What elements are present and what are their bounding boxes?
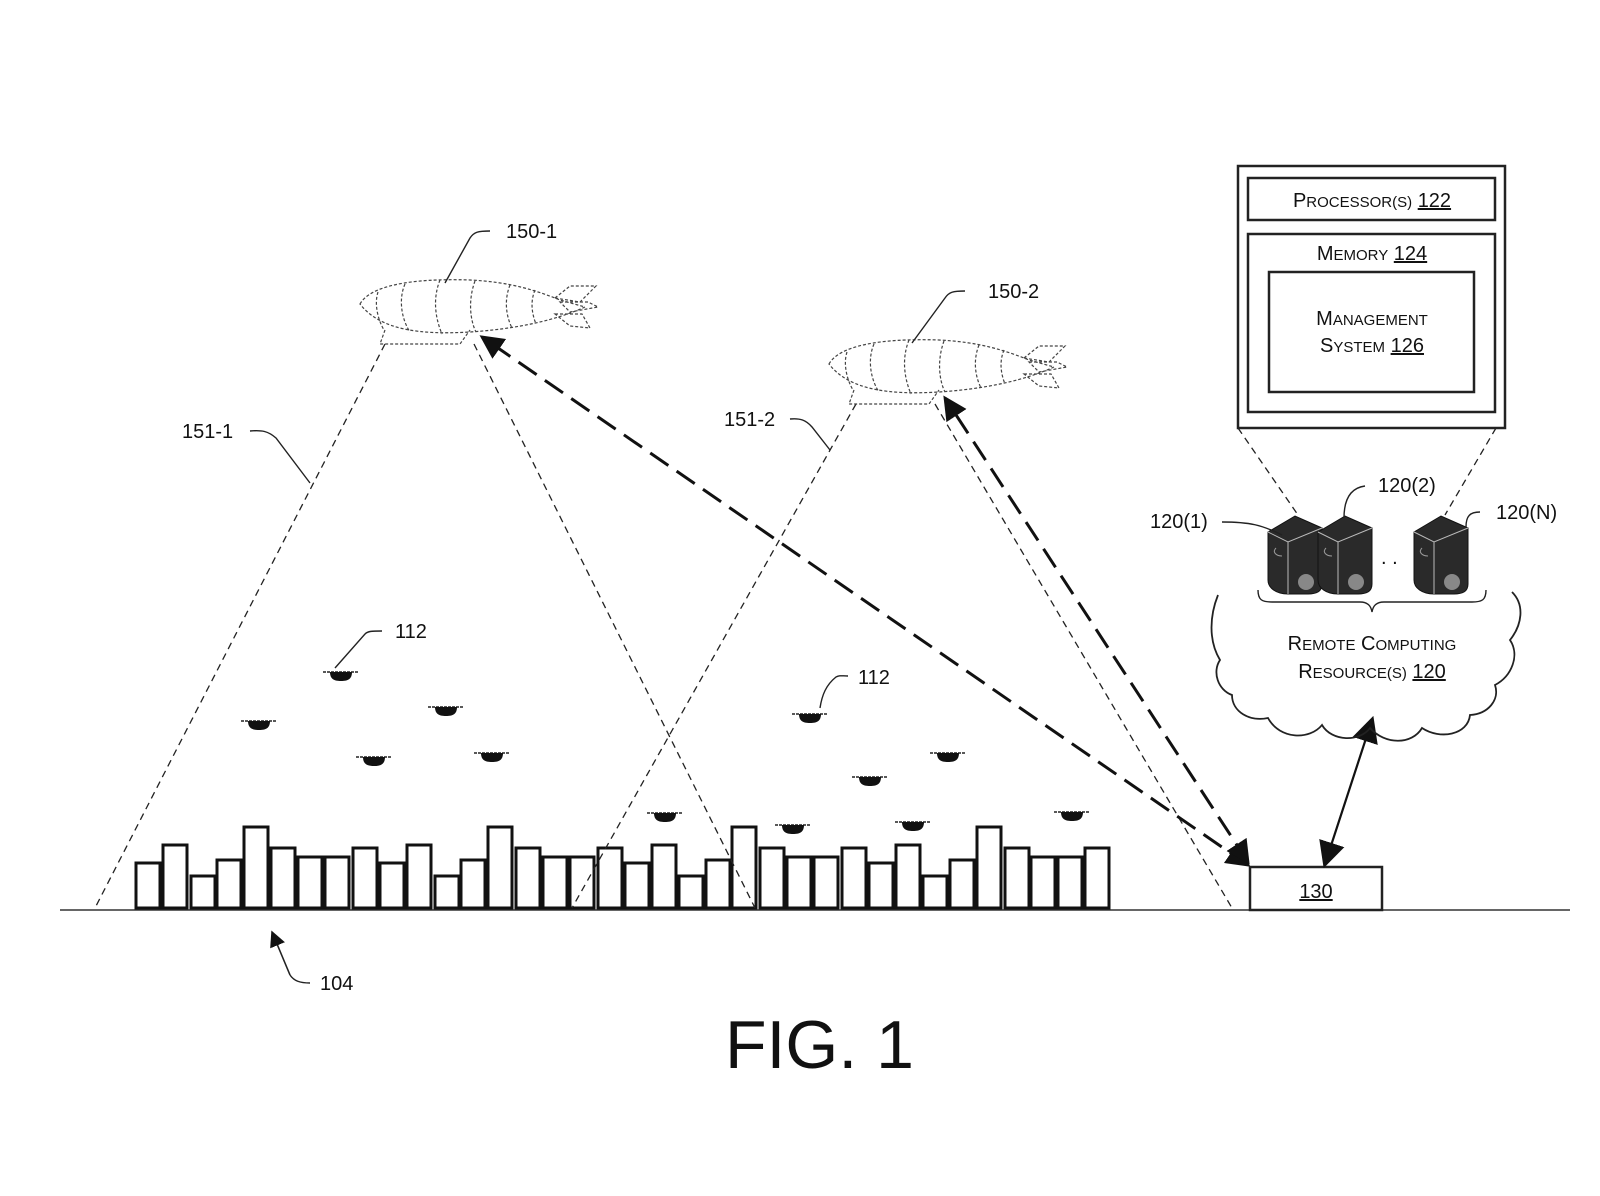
processor-box (1246, 176, 1497, 222)
building (730, 825, 758, 910)
building (568, 855, 596, 910)
uav (1054, 811, 1090, 821)
uav (792, 713, 828, 723)
server-icon (1317, 515, 1373, 595)
uav (775, 824, 811, 834)
uav (930, 752, 966, 762)
building (215, 858, 243, 910)
server-icon (1267, 515, 1323, 595)
uav (323, 671, 359, 681)
building (867, 861, 895, 910)
uav (647, 812, 683, 822)
uav (474, 752, 510, 762)
uav (356, 756, 392, 766)
building (704, 858, 732, 910)
building (623, 861, 651, 910)
uav (241, 720, 277, 730)
management-system-box (1267, 270, 1476, 394)
building (596, 846, 624, 910)
uav (428, 706, 464, 716)
label-150-2: 150-2 (988, 281, 1039, 303)
building (541, 855, 569, 910)
building (161, 843, 189, 910)
label-uav-112-left: 112 (395, 621, 427, 643)
building (269, 846, 297, 910)
building (677, 874, 705, 910)
building (296, 855, 324, 910)
comm-link-130-to-150-2 (943, 395, 1250, 865)
building (134, 861, 162, 910)
building (189, 874, 217, 910)
memory-label: MEMORY 124 (1317, 243, 1427, 265)
server-icon (1413, 515, 1469, 595)
building (812, 855, 840, 910)
building (242, 825, 270, 910)
building (1056, 855, 1084, 910)
building (650, 843, 678, 910)
figure-caption: FIG. 1 (725, 1007, 914, 1083)
building (378, 861, 406, 910)
label-150-1: 150-1 (506, 221, 557, 243)
label-server-120-1: 120(1) (1150, 511, 1208, 533)
building (323, 855, 351, 910)
uav-group (241, 671, 1090, 834)
base-station-130[interactable]: 130 (1248, 865, 1384, 912)
server-group (1267, 515, 1469, 595)
airship-150-2 (828, 339, 1069, 405)
building (351, 846, 379, 910)
label-city-104: 104 (320, 973, 353, 995)
processor-label: PROCESSOR(S) 122 (1293, 190, 1451, 212)
callout-line-left (1237, 427, 1299, 516)
label-151-2: 151-2 (724, 409, 775, 431)
building (785, 855, 813, 910)
label-151-1: 151-1 (182, 421, 233, 443)
callout-line-right (1444, 427, 1497, 516)
building (1083, 846, 1111, 910)
cloud-label-line2: RESOURCE(S) 120 (1298, 661, 1446, 683)
building (1003, 846, 1031, 910)
label-uav-112-right: 112 (858, 667, 890, 689)
comm-link-130-to-150-1 (479, 335, 1251, 867)
station-ref: 130 (1299, 881, 1332, 903)
uav (852, 776, 888, 786)
cloud-label-line1: REMOTE COMPUTING (1288, 633, 1457, 655)
server-brace (1257, 589, 1487, 613)
building (405, 843, 433, 910)
building (921, 874, 949, 910)
building (758, 846, 786, 910)
building (894, 843, 922, 910)
label-server-120-2: 120(2) (1378, 475, 1436, 497)
management-label-line2: SYSTEM 126 (1320, 335, 1424, 357)
building (840, 846, 868, 910)
building (486, 825, 514, 910)
cloud-link-arrow (1319, 719, 1374, 869)
uav (895, 821, 931, 831)
city-buildings (134, 825, 1111, 910)
server-ellipsis: . . (1381, 547, 1398, 569)
computer-detail-box: PROCESSOR(S) 122 MEMORY 124 MANAGEMENT S… (1236, 164, 1507, 430)
beam-151-1 (94, 343, 756, 909)
cloud-remote-computing (1210, 591, 1522, 742)
beam-151-2 (571, 403, 1233, 909)
building (948, 858, 976, 910)
reference-labels: 150-1 150-2 151-1 151-2 112 112 104 120(… (182, 221, 1557, 995)
building (459, 858, 487, 910)
building (433, 874, 461, 910)
building (514, 846, 542, 910)
management-label-line1: MANAGEMENT (1316, 308, 1428, 330)
building (975, 825, 1003, 910)
label-server-120-n: 120(N) (1496, 502, 1557, 524)
building (1029, 855, 1057, 910)
airship-150-1 (359, 279, 600, 345)
